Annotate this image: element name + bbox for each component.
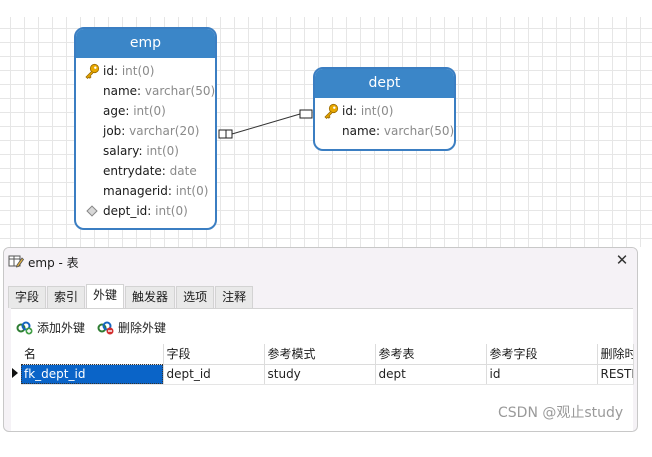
field-type: int(0) — [175, 184, 209, 198]
entity-field-list: id: int(0) name: varchar(50) age: int(0) jo… — [76, 58, 215, 221]
field-type: int(0) — [146, 144, 179, 158]
field-name: salary — [103, 144, 139, 158]
table-row[interactable]: fk_dept_id dept_id study dept id RESTRIC… — [21, 364, 634, 385]
diamond-icon — [86, 205, 98, 217]
entity-emp[interactable]: emp id: int(0) name: varchar(50) age: int(… — [74, 27, 217, 230]
field-name: managerid — [103, 184, 168, 198]
cell-ref-field[interactable]: id — [486, 364, 598, 385]
foreign-key-panel: 添加外键 删除外键 名 字段 — [11, 308, 634, 431]
entity-title: emp — [76, 29, 215, 58]
entity-field[interactable]: salary: int(0) — [103, 144, 179, 158]
cell-on-delete[interactable]: RESTRICT — [597, 364, 634, 385]
close-button[interactable]: ✕ — [615, 251, 629, 269]
entity-field-list: id: int(0) name: varchar(50) — [315, 98, 454, 141]
tab-5[interactable]: 注释 — [215, 286, 254, 308]
table-design-dialog: emp - 表 ✕ 字段索引外键触发器选项注释 添加外键 — [3, 247, 638, 432]
delete-foreign-key-button[interactable]: 删除外键 — [97, 319, 166, 336]
field-name: id — [103, 64, 114, 78]
grid-header-row: 名 字段 参考模式 参考表 参考字段 删除时 — [21, 344, 634, 365]
add-foreign-key-label: 添加外键 — [37, 321, 86, 335]
field-name: job — [103, 124, 122, 138]
column-header-ref-table[interactable]: 参考表 — [375, 344, 487, 365]
watermark: CSDN @观止study — [498, 405, 624, 421]
field-type: int(0) — [360, 104, 394, 118]
delete-link-icon — [97, 321, 114, 334]
key-icon — [85, 63, 100, 79]
toolbar: 添加外键 删除外键 — [16, 319, 178, 336]
field-name: id — [342, 104, 353, 118]
tab-3[interactable]: 触发器 — [125, 286, 176, 308]
field-name: dept_id — [103, 204, 148, 218]
entity-field[interactable]: dept_id: int(0) — [76, 201, 215, 221]
field-name: entrydate — [103, 164, 162, 178]
entity-dept[interactable]: dept id: int(0) name: varchar(50) — [313, 67, 456, 151]
dialog-title: emp - 表 — [28, 256, 79, 270]
relationship-connector — [218, 109, 313, 139]
tab-2[interactable]: 外键 — [86, 284, 125, 308]
field-type: int(0) — [121, 64, 155, 78]
add-foreign-key-button[interactable]: 添加外键 — [16, 319, 85, 336]
cell-ref-table[interactable]: dept — [375, 364, 487, 385]
column-header-name[interactable]: 名 — [21, 344, 164, 365]
field-type: varchar(20) — [129, 124, 200, 138]
tab-0[interactable]: 字段 — [8, 286, 47, 308]
entity-field[interactable]: name: varchar(50) — [103, 84, 216, 98]
column-header-on-delete[interactable]: 删除时 — [597, 344, 634, 365]
column-header-ref-schema[interactable]: 参考模式 — [264, 344, 376, 365]
tab-1[interactable]: 索引 — [47, 286, 86, 308]
field-name: name — [103, 84, 138, 98]
entity-field[interactable]: id: int(0) — [76, 61, 215, 81]
entity-field[interactable]: entrydate: date — [103, 164, 197, 178]
entity-field[interactable]: id: int(0) — [315, 101, 454, 121]
cell-fk-name[interactable]: fk_dept_id — [21, 364, 164, 385]
field-type: varchar(50) — [383, 124, 455, 138]
tab-bar: 字段索引外键触发器选项注释 — [8, 284, 254, 308]
column-header-ref-field[interactable]: 参考字段 — [486, 344, 598, 365]
field-name: age — [103, 104, 126, 118]
dialog-titlebar[interactable]: emp - 表 ✕ — [4, 248, 637, 275]
field-type: int(0) — [155, 204, 188, 218]
field-type: int(0) — [133, 104, 166, 118]
column-header-field[interactable]: 字段 — [163, 344, 265, 365]
delete-foreign-key-label: 删除外键 — [118, 321, 167, 335]
tab-4[interactable]: 选项 — [176, 286, 215, 308]
current-row-indicator-icon — [12, 368, 18, 378]
entity-field[interactable]: name: varchar(50) — [342, 124, 455, 138]
entity-field[interactable]: age: int(0) — [103, 104, 166, 118]
table-edit-icon — [8, 255, 24, 268]
cell-field[interactable]: dept_id — [163, 364, 265, 385]
add-link-icon — [16, 321, 33, 334]
entity-title: dept — [315, 69, 454, 98]
cell-ref-schema[interactable]: study — [264, 364, 376, 385]
er-diagram-canvas[interactable]: emp id: int(0) name: varchar(50) age: int(… — [0, 17, 652, 247]
field-name: name — [342, 124, 377, 138]
entity-field[interactable]: job: varchar(20) — [103, 124, 200, 138]
field-type: date — [169, 164, 197, 178]
foreign-key-grid: 名 字段 参考模式 参考表 参考字段 删除时 fk_dept_id dept_i… — [21, 344, 634, 385]
field-type: varchar(50) — [144, 84, 216, 98]
key-icon — [324, 103, 339, 119]
entity-field[interactable]: managerid: int(0) — [103, 184, 209, 198]
